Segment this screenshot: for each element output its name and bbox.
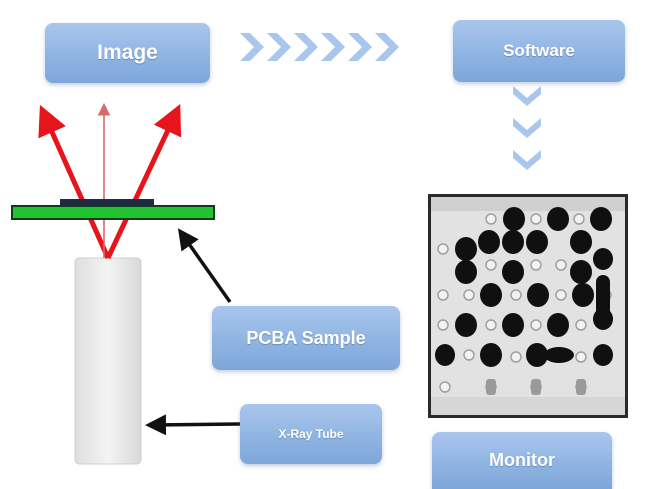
xray-tube [74,257,142,465]
chevron-arrows-right [240,33,399,61]
software-box: Software [453,20,625,82]
monitor-box: Monitor [432,432,612,489]
ray-right-arrow [105,103,182,260]
xray-beams [38,102,182,260]
pcba-pointer-arrow [177,228,232,304]
ray-left-arrow [38,104,111,260]
pcba-sample-box: PCBA Sample [212,306,400,370]
image-label: Image [97,41,158,64]
chevron-arrows-down [513,86,541,170]
xray-tube-box: X-Ray Tube [240,404,382,464]
software-label: Software [503,41,575,60]
pcb-component [60,199,154,207]
monitor-xray-image [428,194,628,418]
xray-pointer-arrow [145,414,241,436]
pcba-sample-label: PCBA Sample [246,327,366,348]
pcb-board [11,205,215,220]
xray-tube-label: X-Ray Tube [278,427,344,441]
image-box: Image [45,23,210,83]
monitor-label: Monitor [489,450,555,470]
xray-solder-balls [431,197,625,415]
